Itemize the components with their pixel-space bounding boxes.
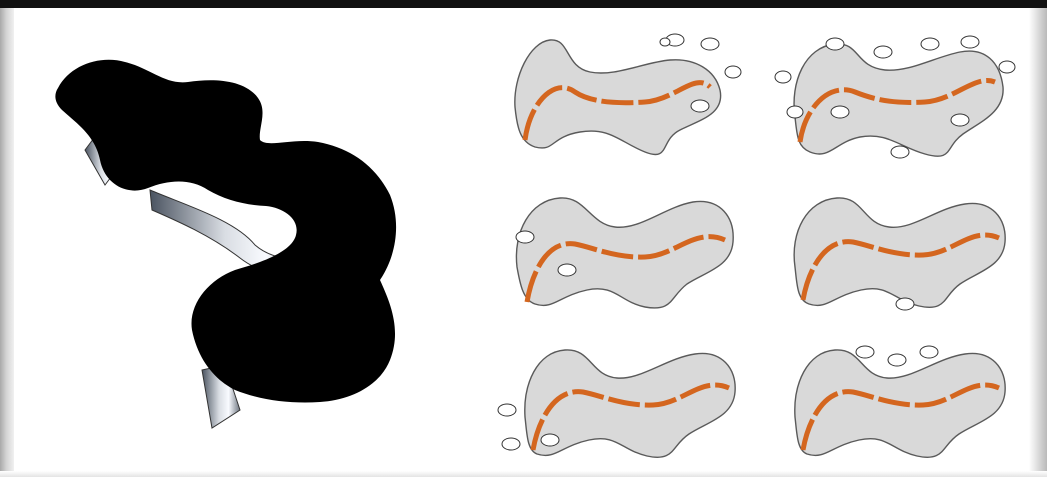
left-edge-photo-strip — [0, 8, 14, 477]
settlement-cluster-icon — [896, 298, 914, 310]
option-panel-2 — [765, 22, 1025, 167]
black-massing-figure — [30, 30, 500, 450]
option-grid — [495, 22, 1025, 470]
option-panel-3 — [495, 172, 755, 317]
option-panel-5 — [495, 322, 755, 467]
option-panel-6 — [765, 322, 1025, 467]
bottom-edge — [0, 471, 1047, 477]
right-edge-photo-strip — [1029, 8, 1047, 477]
option-panel-1 — [495, 22, 755, 167]
settlement-cluster-icon — [856, 346, 938, 366]
top-bar — [0, 0, 1047, 8]
option-panel-4 — [765, 172, 1025, 317]
